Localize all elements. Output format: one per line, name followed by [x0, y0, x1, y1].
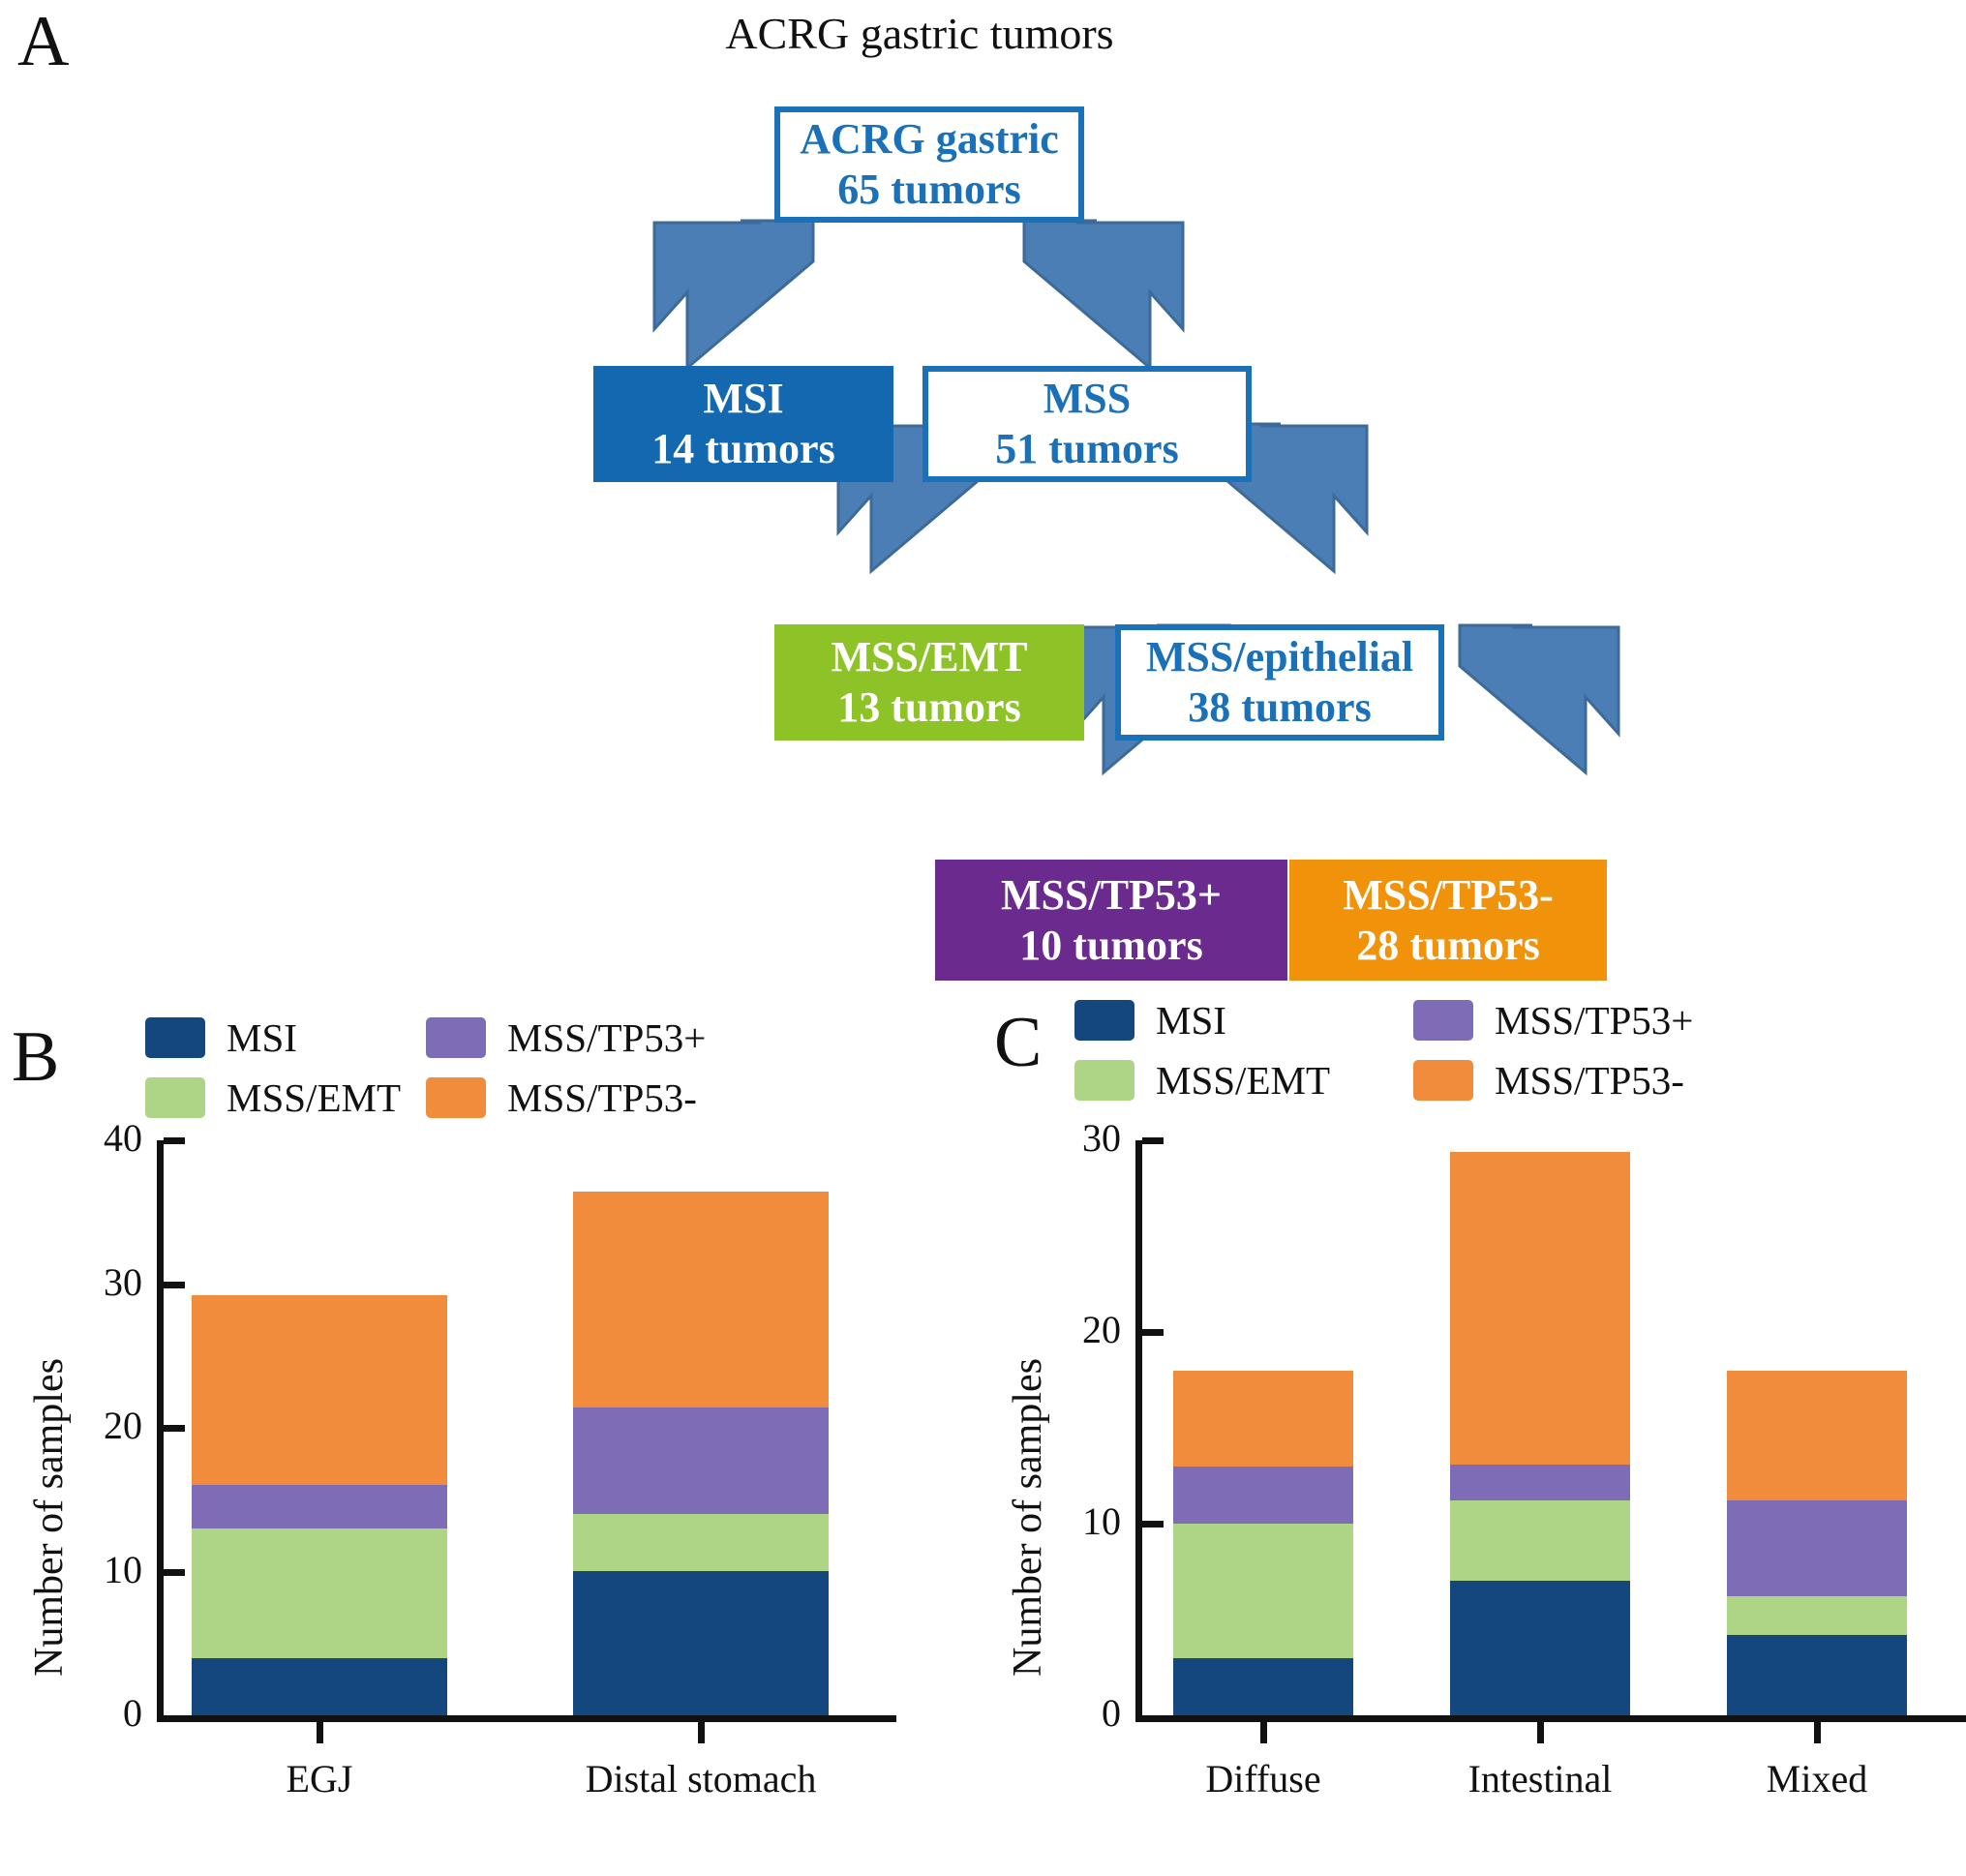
y-axis-tick — [164, 1568, 185, 1576]
legend-swatch-icon — [426, 1017, 486, 1058]
bar-segment-msi — [1450, 1581, 1630, 1715]
y-axis-title: Number of samples — [27, 1358, 72, 1677]
legend-item-mss-tp53neg: MSS/TP53+ — [1413, 997, 1693, 1044]
legend-swatch-icon — [426, 1077, 486, 1118]
bar-segment-mss-tp53- — [192, 1295, 447, 1486]
y-axis-line — [1135, 1140, 1142, 1719]
y-axis-tick — [164, 1281, 185, 1288]
bar-segment-mss-tp53- — [573, 1407, 829, 1515]
bar-segment-mss-tp53- — [1727, 1500, 1907, 1597]
flow-node-mss: MSS 51 tumors — [923, 366, 1252, 482]
bar-segment-mss-tp53- — [1173, 1370, 1353, 1467]
legend-label: MSI — [1156, 998, 1226, 1043]
legend-item-mss-emt: MSS/EMT — [145, 1074, 401, 1121]
bar-segment-mss-tp53- — [1727, 1370, 1907, 1501]
y-axis-tick-label: 20 — [104, 1404, 142, 1447]
bar-segment-msi — [573, 1571, 829, 1715]
bar-segment-msi — [1727, 1634, 1907, 1715]
bar-segment-mss-tp53- — [1450, 1151, 1630, 1465]
panel-label-a: A — [17, 2, 70, 81]
x-axis-tick — [1814, 1722, 1821, 1743]
arrow-root-to-mss — [1022, 219, 1185, 372]
y-axis-title: Number of samples — [1006, 1358, 1050, 1677]
stacked-bar — [1450, 1151, 1630, 1715]
legend-label: MSS/TP53- — [1495, 1058, 1684, 1103]
bar-segment-mss-emt — [1450, 1500, 1630, 1582]
legend-label: MSS/TP53- — [507, 1075, 697, 1120]
y-axis-tick — [1142, 1137, 1164, 1144]
legend-item-msi: MSI — [145, 1014, 297, 1061]
bar-segment-mss-emt — [573, 1514, 829, 1572]
legend-swatch-icon — [1413, 1000, 1473, 1041]
y-axis-tick-label: 10 — [104, 1547, 142, 1591]
stacked-bar — [192, 1295, 447, 1715]
y-axis-tick-label: 20 — [1082, 1308, 1121, 1351]
bar-segment-mss-emt — [1173, 1523, 1353, 1658]
x-axis-tick-label: Mixed — [1766, 1757, 1868, 1800]
x-axis-tick-label: Intestinal — [1467, 1757, 1613, 1800]
legend-item-mss-tp53neg: MSS/TP53- — [1413, 1057, 1684, 1104]
flow-node-acrg-gastric: ACRG gastric 65 tumors — [774, 106, 1084, 223]
legend-label: MSS/TP53+ — [1495, 998, 1694, 1043]
y-axis-tick — [1142, 1329, 1164, 1336]
y-axis-tick-label: 30 — [1082, 1116, 1121, 1160]
bar-segment-msi — [1173, 1657, 1353, 1715]
y-axis-line — [157, 1140, 164, 1719]
flow-node-mss-emt: MSS/EMT 13 tumors — [774, 624, 1084, 741]
legend-swatch-icon — [1074, 1000, 1134, 1041]
legend-swatch-icon — [1074, 1060, 1134, 1101]
legend-swatch-icon — [145, 1077, 205, 1118]
flow-node-mss-epithelial: MSS/epithelial 38 tumors — [1115, 624, 1444, 741]
y-axis-tick-label: 30 — [104, 1259, 142, 1304]
x-axis-tick — [1537, 1722, 1544, 1743]
stacked-bar — [573, 1192, 829, 1715]
x-axis-tick — [1260, 1722, 1267, 1743]
panel-label-b: B — [12, 1017, 60, 1097]
y-axis-tick — [164, 1425, 185, 1432]
y-axis-tick-label: 10 — [1082, 1499, 1121, 1543]
x-axis-tick-label: Diffuse — [1205, 1757, 1321, 1800]
flow-node-mss-tp53-pos: MSS/TP53+ 10 tumors — [935, 860, 1287, 981]
bar-segment-msi — [192, 1657, 447, 1715]
legend-item-mss-emt: MSS/EMT — [1074, 1057, 1330, 1104]
x-axis-line — [157, 1715, 896, 1722]
x-axis-tick-label: Distal stomach — [585, 1757, 817, 1800]
arrow-epithelial-to-tp53-neg — [1458, 623, 1620, 776]
legend-label: MSS/EMT — [1156, 1058, 1330, 1103]
y-axis-tick-label: 0 — [1102, 1691, 1121, 1735]
flow-node-mss-tp53-neg: MSS/TP53- 28 tumors — [1289, 860, 1607, 981]
bar-segment-mss-emt — [192, 1528, 447, 1658]
panel-a-flowchart: A ACRG gastric tumors ACRG gas — [17, 2, 1620, 981]
bar-segment-mss-tp53- — [1173, 1466, 1353, 1524]
panel-b-chart: B MSI MSS/EMT MSS/TP53+ MSS/TP53- 0 10 20 30 40… — [0, 997, 983, 1876]
stacked-bar — [1173, 1370, 1353, 1715]
y-axis-tick — [1142, 1521, 1164, 1528]
y-axis-tick — [164, 1137, 185, 1144]
bar-segment-mss-tp53- — [1450, 1464, 1630, 1501]
y-axis-tick-label: 40 — [104, 1116, 142, 1160]
stacked-bar — [1727, 1370, 1907, 1715]
bar-segment-mss-tp53- — [573, 1192, 829, 1408]
legend-label: MSS/EMT — [227, 1075, 401, 1120]
legend-swatch-icon — [145, 1017, 205, 1058]
x-axis-tick — [317, 1722, 323, 1743]
bar-segment-mss-tp53- — [192, 1485, 447, 1528]
legend-swatch-icon — [1413, 1060, 1473, 1101]
arrow-root-to-msi — [652, 219, 815, 372]
legend-item-mss-tp53neg: MSS/TP53+ — [426, 1014, 706, 1061]
x-axis-tick — [698, 1722, 705, 1743]
flow-node-msi: MSI 14 tumors — [593, 366, 893, 482]
x-axis-line — [1135, 1715, 1966, 1722]
y-axis-tick-label: 0 — [123, 1691, 142, 1735]
panel-label-c: C — [994, 1003, 1043, 1082]
legend-item-msi: MSI — [1074, 997, 1226, 1044]
legend-label: MSS/TP53+ — [507, 1015, 707, 1060]
legend-label: MSI — [227, 1015, 297, 1060]
legend-item-mss-tp53neg: MSS/TP53- — [426, 1074, 697, 1121]
x-axis-tick-label: EGJ — [286, 1757, 353, 1800]
figure-title: ACRG gastric tumors — [725, 9, 1114, 58]
bar-segment-mss-emt — [1727, 1596, 1907, 1635]
